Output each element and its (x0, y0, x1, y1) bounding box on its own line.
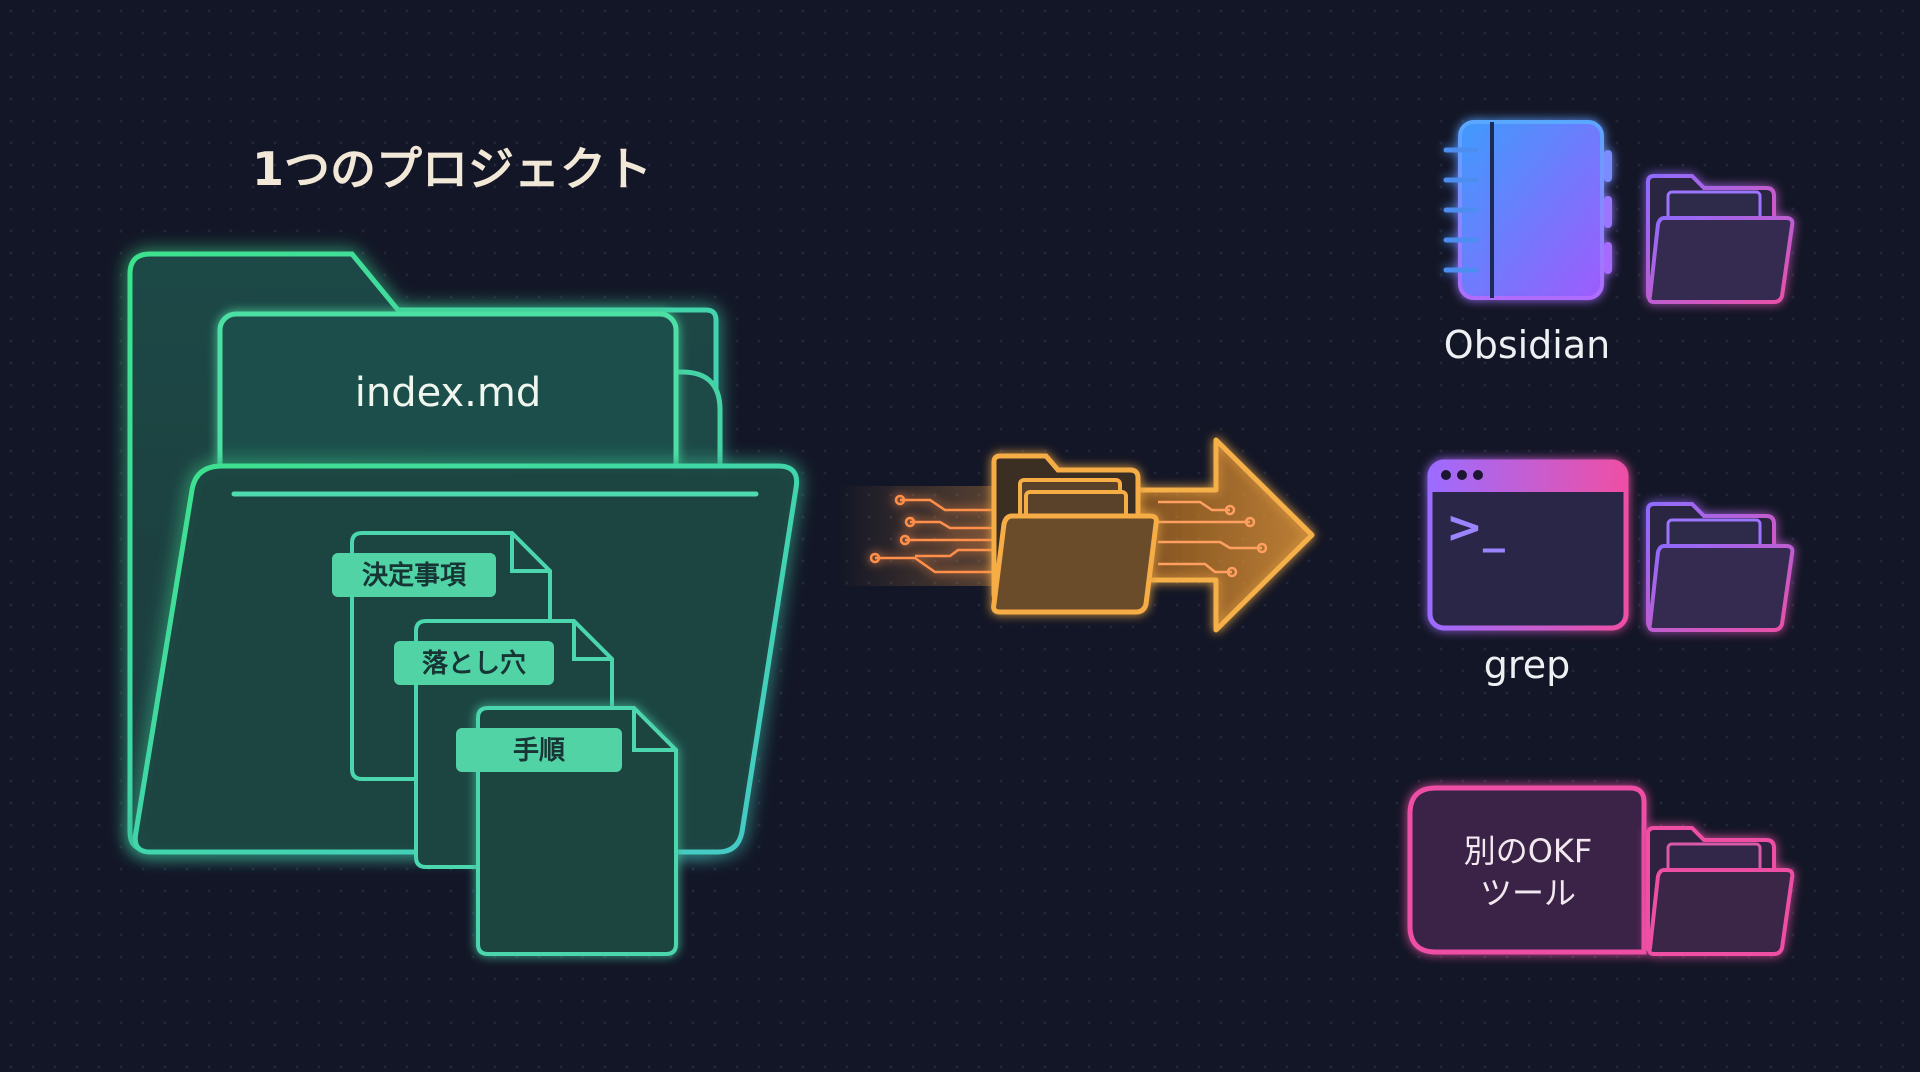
transfer-arrow-group (838, 437, 1315, 633)
doc-tag-decisions (332, 553, 496, 597)
folder-icon (1646, 502, 1795, 632)
circuit-lines-right (1158, 500, 1268, 578)
okf-label-line1: 別のOKF (1464, 832, 1593, 870)
folder-icon (1646, 826, 1795, 956)
grep-tool: >_ grep (1427, 459, 1795, 687)
okf-label-line2: ツール (1480, 874, 1576, 912)
okf-tool: 別のOKF ツール (1407, 785, 1795, 956)
circuit-lines-left (869, 494, 1000, 574)
doc-label-decisions: 決定事項 (362, 560, 467, 591)
doc-card-procedure: 手順 (456, 706, 678, 956)
doc-tag-pitfalls (394, 641, 554, 685)
doc-label-pitfalls: 落とし穴 (422, 649, 526, 679)
doc-tag-procedure (456, 728, 622, 772)
doc-label-procedure: 手順 (513, 736, 566, 766)
obsidian-tool: Obsidian (1443, 120, 1795, 367)
notebook-icon (1443, 120, 1612, 300)
okf-tool-card (1407, 785, 1647, 955)
grep-label: grep (1484, 643, 1570, 687)
obsidian-label: Obsidian (1444, 323, 1610, 367)
index-file-label: index.md (355, 370, 542, 416)
project-folder-group: 1つのプロジェクト index.md 決定事項 落とし穴 (127, 142, 800, 956)
terminal-prompt: >_ (1446, 502, 1505, 553)
folder-icon (1646, 174, 1795, 304)
transfer-folder-icon (991, 453, 1159, 615)
project-title: 1つのプロジェクト (252, 142, 652, 196)
transfer-trail (838, 486, 998, 586)
terminal-icon: >_ (1427, 459, 1629, 631)
